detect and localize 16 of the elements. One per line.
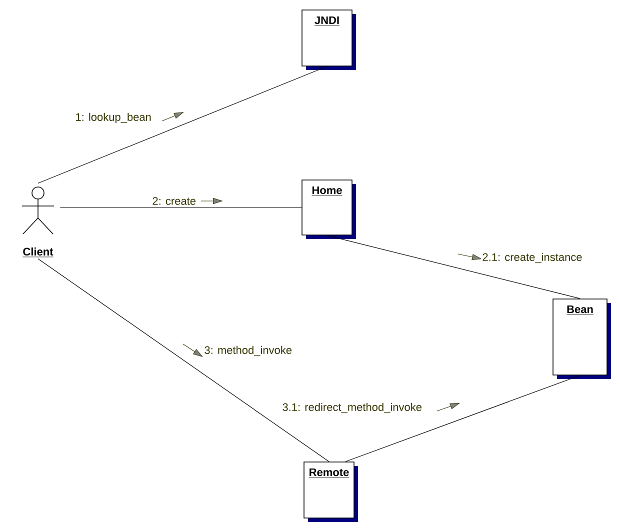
connector-line <box>60 207 302 208</box>
connector-line <box>38 258 330 462</box>
object-box: Remote <box>304 462 358 522</box>
message-label: 2: create <box>151 196 198 206</box>
message-label: 3: method_invoke <box>203 344 294 358</box>
node-label: Client <box>23 247 54 256</box>
connector-line <box>345 375 580 462</box>
object-box: Bean <box>552 298 612 379</box>
message-label: 3.1: redirect_method_invoke <box>281 402 424 414</box>
object-box: JNDI <box>302 10 356 70</box>
object-box: Home <box>302 180 356 239</box>
connector-line <box>326 235 580 299</box>
connector-line <box>38 66 328 184</box>
message-label: 1: lookup_bean <box>74 112 152 124</box>
actor-figure: Client <box>22 186 54 258</box>
message-label: 2.1: create_instance <box>481 252 584 264</box>
